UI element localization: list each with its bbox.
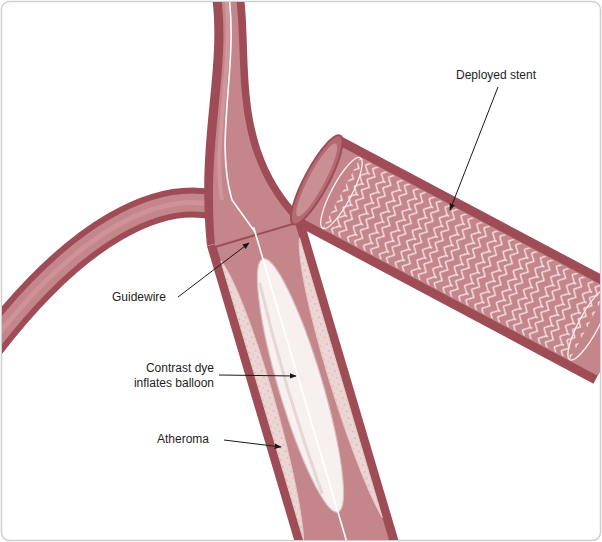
leader-line bbox=[219, 375, 296, 376]
leader-line bbox=[178, 243, 249, 297]
stent-mesh bbox=[323, 158, 600, 360]
callout-label: Guidewire bbox=[112, 290, 166, 305]
branch-vessel bbox=[2, 202, 215, 345]
leader-line bbox=[224, 440, 281, 447]
stented-artery-lumen bbox=[297, 144, 600, 376]
stented-artery-wall bbox=[293, 136, 600, 384]
artery-lumen bbox=[217, 224, 404, 540]
callout-label: Atheroma bbox=[157, 432, 209, 447]
branch-lumen bbox=[2, 202, 215, 345]
guidewire bbox=[254, 227, 349, 540]
callout-label: Contrast dye inflates balloon bbox=[116, 361, 214, 391]
upper-lumen bbox=[213, 2, 296, 246]
leader-line bbox=[450, 87, 498, 210]
callout-label: Deployed stent bbox=[456, 68, 536, 83]
guidewire bbox=[225, 2, 255, 232]
upper-vessel bbox=[204, 2, 303, 246]
